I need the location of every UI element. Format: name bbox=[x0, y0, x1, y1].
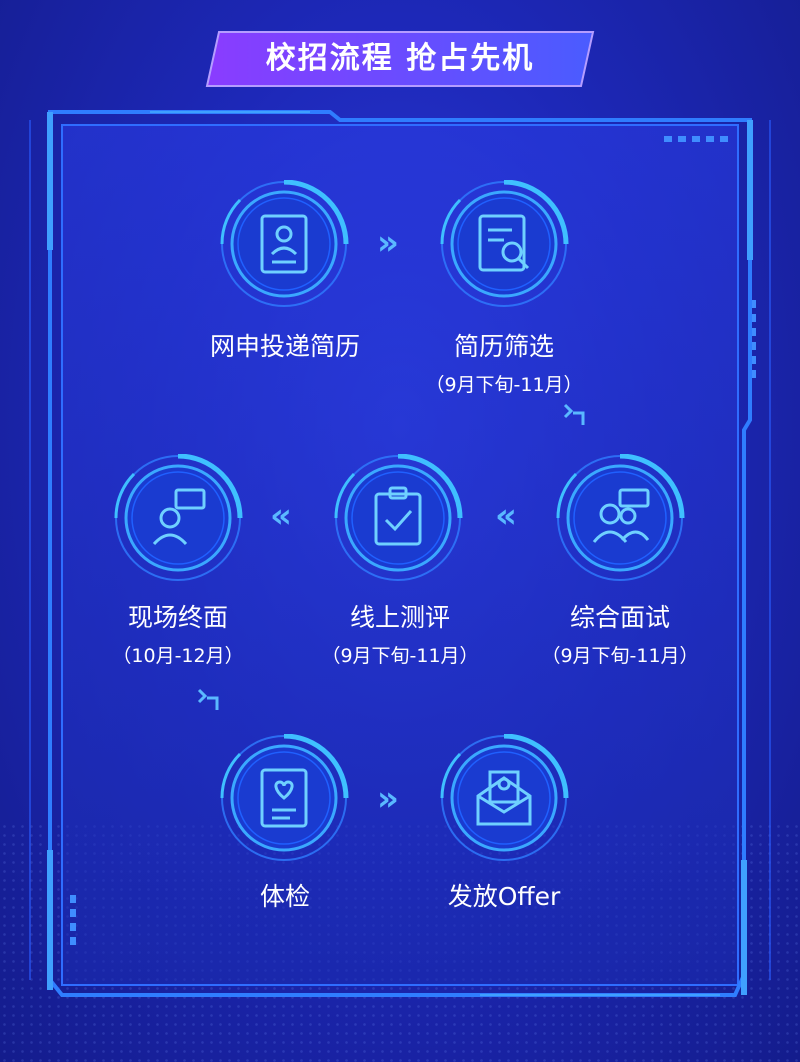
step-label-medical: 体检 bbox=[259, 882, 310, 911]
title-banner: 校招流程 抢占先机 bbox=[205, 30, 595, 88]
corner-arrow-down-icon bbox=[197, 688, 219, 710]
person-chat-icon bbox=[152, 488, 206, 546]
step-date-screening: （9月下旬-11月） bbox=[425, 374, 583, 396]
step-label-interview: 综合面试 bbox=[569, 603, 670, 632]
arrow-right-icon: » bbox=[377, 223, 399, 263]
step-node bbox=[334, 454, 464, 584]
document-search-icon bbox=[478, 214, 530, 272]
clipboard-check-icon bbox=[374, 486, 422, 546]
step-date-interview: （9月下旬-11月） bbox=[541, 645, 699, 667]
offer-envelope-icon bbox=[476, 770, 532, 826]
step-node bbox=[114, 454, 244, 584]
arrow-right-icon: » bbox=[377, 779, 399, 819]
arrow-left-icon: « bbox=[270, 496, 292, 536]
step-label-screening: 简历筛选 bbox=[453, 332, 554, 361]
step-node bbox=[556, 454, 686, 584]
resume-icon bbox=[260, 214, 308, 274]
step-date-final-interview: （10月-12月） bbox=[112, 645, 244, 667]
step-date-online-test: （9月下旬-11月） bbox=[321, 645, 479, 667]
step-node bbox=[220, 734, 350, 864]
step-label-apply: 网申投递简历 bbox=[209, 332, 360, 361]
step-label-offer: 发放Offer bbox=[447, 882, 561, 911]
step-label-final-interview: 现场终面 bbox=[127, 603, 228, 632]
step-label-online-test: 线上测评 bbox=[349, 603, 450, 632]
step-node bbox=[440, 180, 570, 310]
corner-arrow-down-icon bbox=[563, 403, 585, 425]
step-node bbox=[220, 180, 350, 310]
page-title: 校招流程 抢占先机 bbox=[265, 41, 535, 76]
group-interview-icon bbox=[592, 488, 650, 543]
arrow-left-icon: « bbox=[495, 496, 517, 536]
step-node bbox=[440, 734, 570, 864]
health-report-icon bbox=[260, 768, 308, 828]
